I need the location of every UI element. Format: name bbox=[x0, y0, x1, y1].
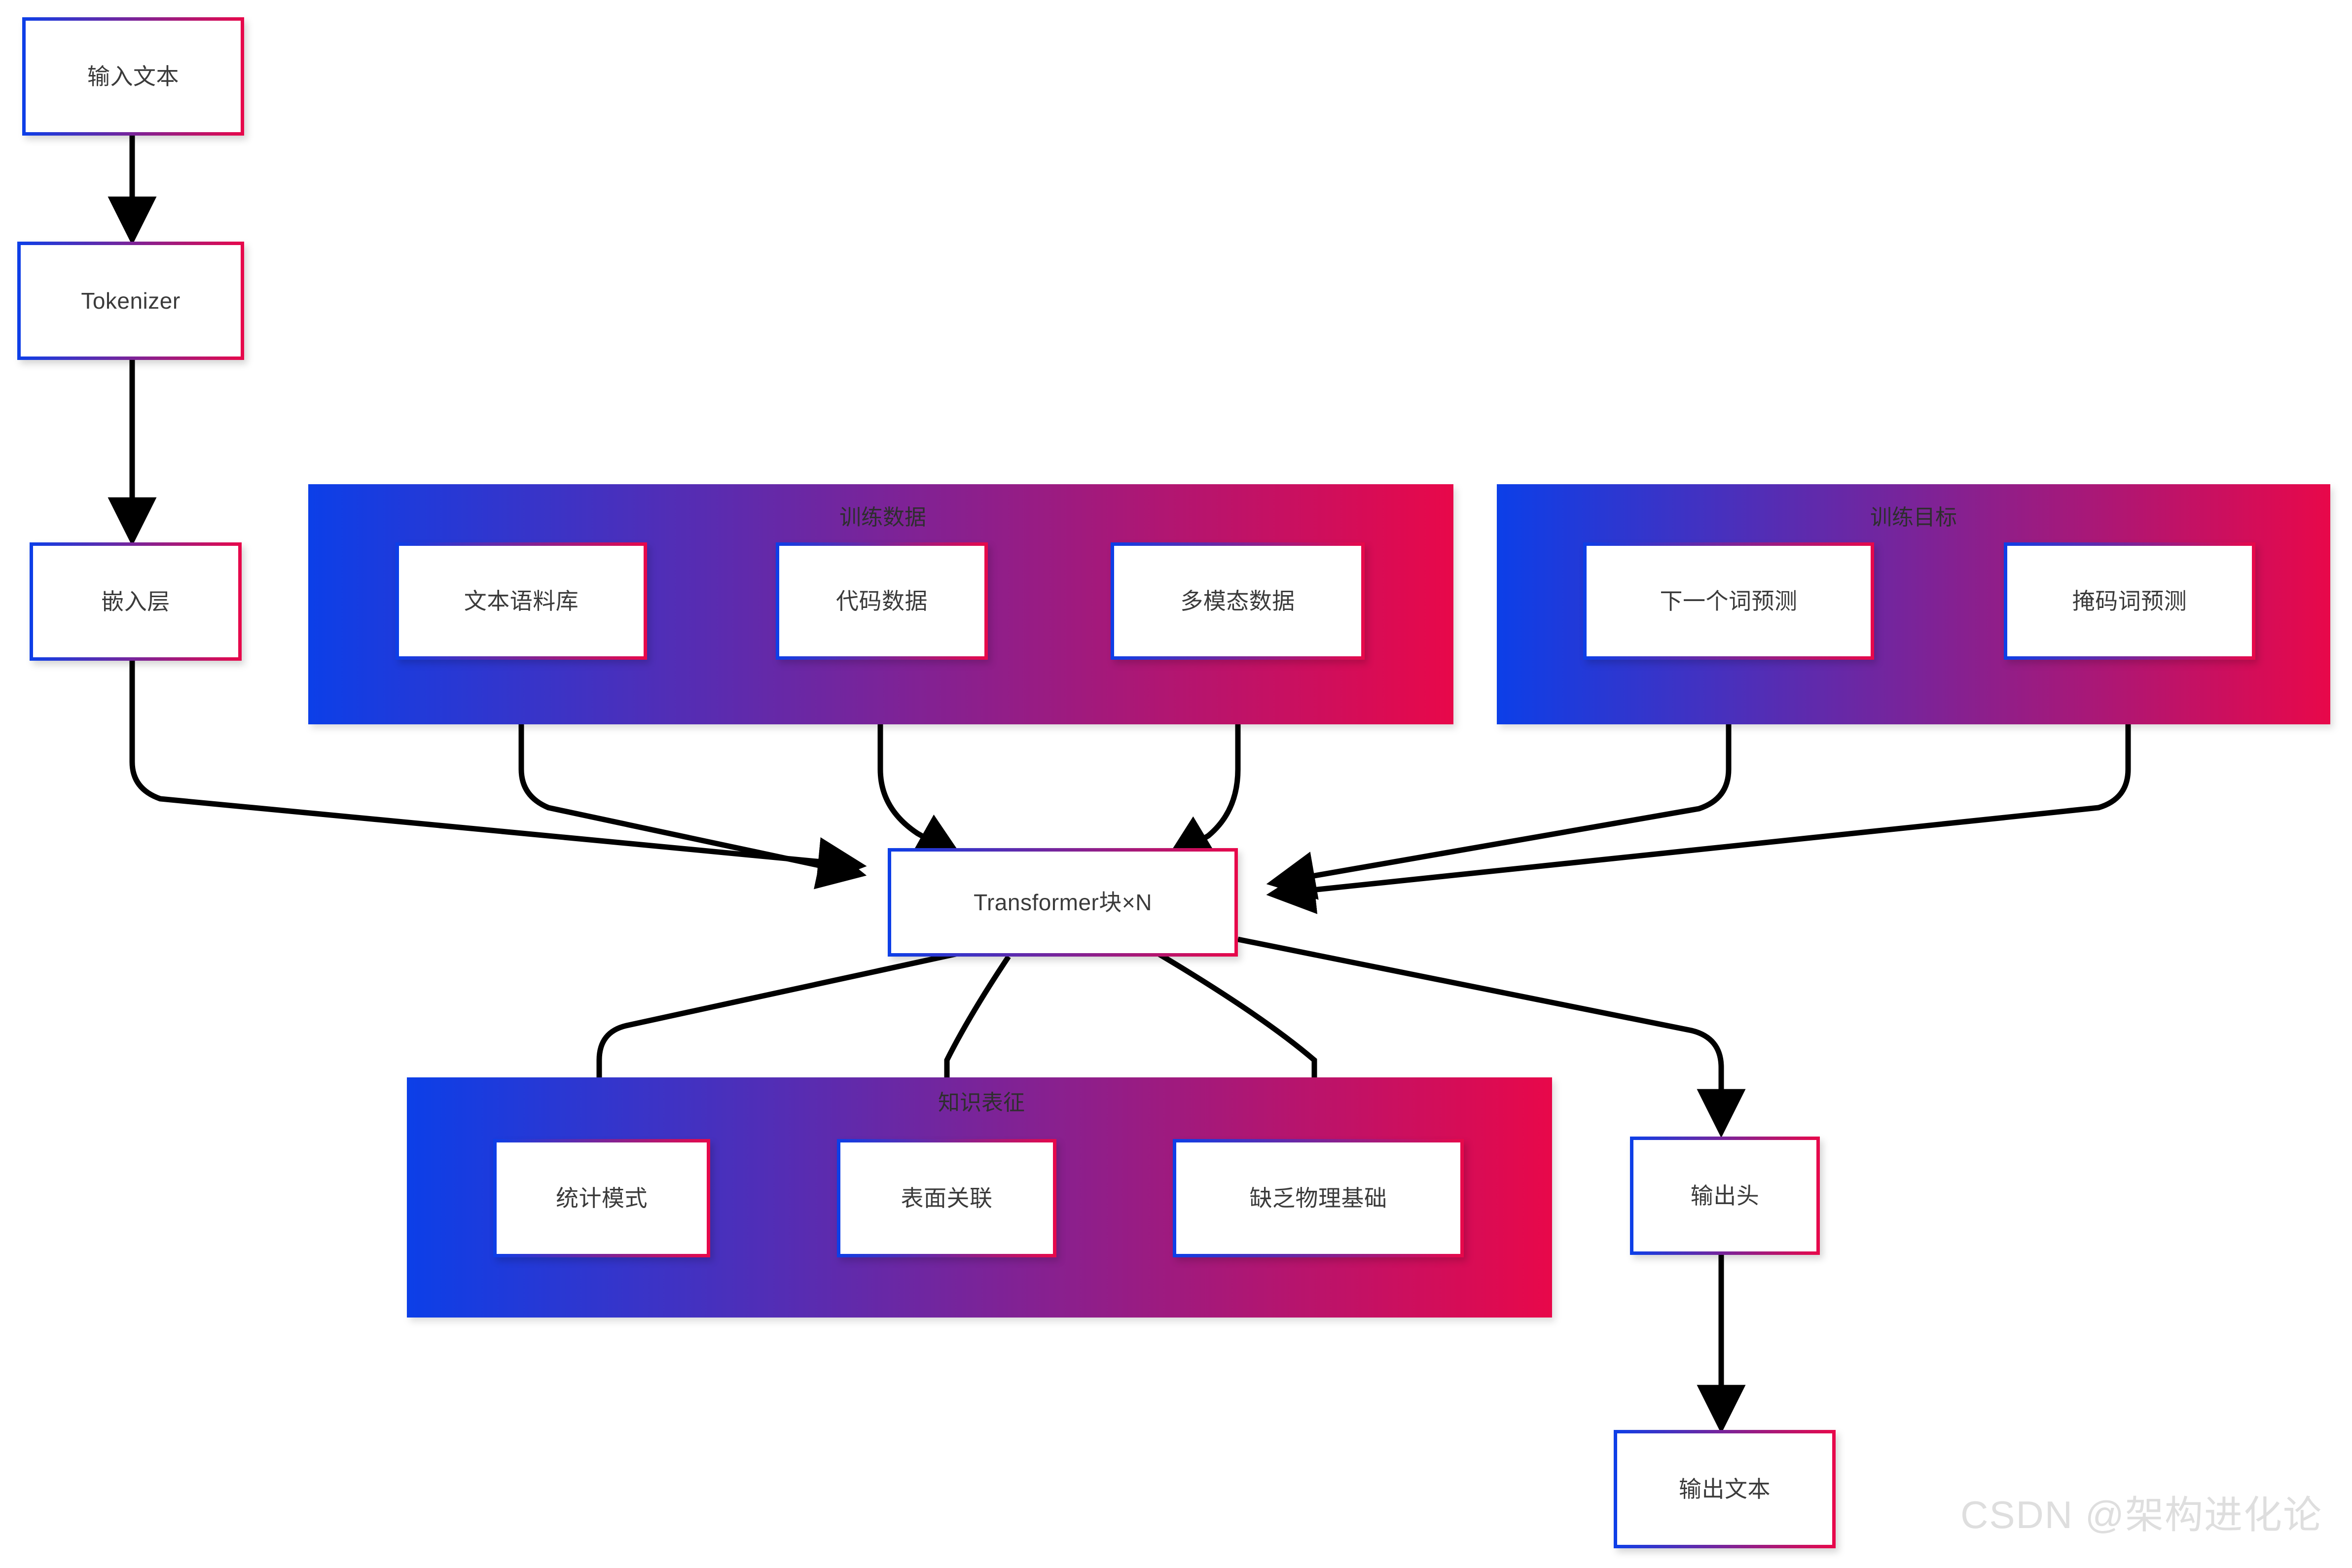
node-code-data-label: 代码数据 bbox=[836, 588, 928, 614]
node-statistical-pattern-label: 统计模式 bbox=[556, 1185, 648, 1211]
node-next-word-prediction-label: 下一个词预测 bbox=[1660, 588, 1798, 614]
node-multimodal-data[interactable]: 多模态数据 bbox=[1111, 542, 1365, 660]
node-input-text[interactable]: 输入文本 bbox=[22, 17, 244, 136]
node-next-word-prediction[interactable]: 下一个词预测 bbox=[1583, 542, 1874, 660]
node-lack-physical-grounding[interactable]: 缺乏物理基础 bbox=[1173, 1139, 1464, 1257]
node-statistical-pattern[interactable]: 统计模式 bbox=[493, 1139, 710, 1257]
node-tokenizer[interactable]: Tokenizer bbox=[17, 242, 244, 360]
group-knowledge-representation-title: 知识表征 bbox=[938, 1091, 1025, 1115]
group-training-objective-title: 训练目标 bbox=[1870, 505, 1957, 530]
node-text-corpus-label: 文本语料库 bbox=[464, 588, 579, 614]
node-tokenizer-label: Tokenizer bbox=[81, 287, 181, 314]
node-embedding-layer[interactable]: 嵌入层 bbox=[30, 542, 242, 661]
node-code-data[interactable]: 代码数据 bbox=[776, 542, 988, 660]
node-output-head-label: 输出头 bbox=[1690, 1182, 1760, 1209]
node-lack-physical-grounding-label: 缺乏物理基础 bbox=[1249, 1185, 1387, 1211]
node-transformer-block-label: Transformer块×N bbox=[974, 889, 1152, 915]
node-masked-word-prediction-label: 掩码词预测 bbox=[2072, 588, 2187, 614]
node-surface-correlation-label: 表面关联 bbox=[901, 1185, 993, 1211]
node-output-text[interactable]: 输出文本 bbox=[1614, 1430, 1836, 1548]
group-training-data-title: 训练数据 bbox=[839, 505, 926, 530]
node-multimodal-data-label: 多模态数据 bbox=[1180, 588, 1295, 614]
node-embedding-layer-label: 嵌入层 bbox=[101, 588, 170, 614]
node-input-text-label: 输入文本 bbox=[87, 63, 179, 89]
node-text-corpus[interactable]: 文本语料库 bbox=[396, 542, 647, 660]
node-surface-correlation[interactable]: 表面关联 bbox=[837, 1139, 1056, 1257]
node-output-text-label: 输出文本 bbox=[1679, 1476, 1771, 1502]
watermark: CSDN @架构进化论 bbox=[1960, 1493, 2322, 1536]
node-output-head[interactable]: 输出头 bbox=[1630, 1137, 1820, 1255]
node-transformer-block[interactable]: Transformer块×N bbox=[888, 848, 1238, 957]
node-masked-word-prediction[interactable]: 掩码词预测 bbox=[2004, 542, 2255, 660]
